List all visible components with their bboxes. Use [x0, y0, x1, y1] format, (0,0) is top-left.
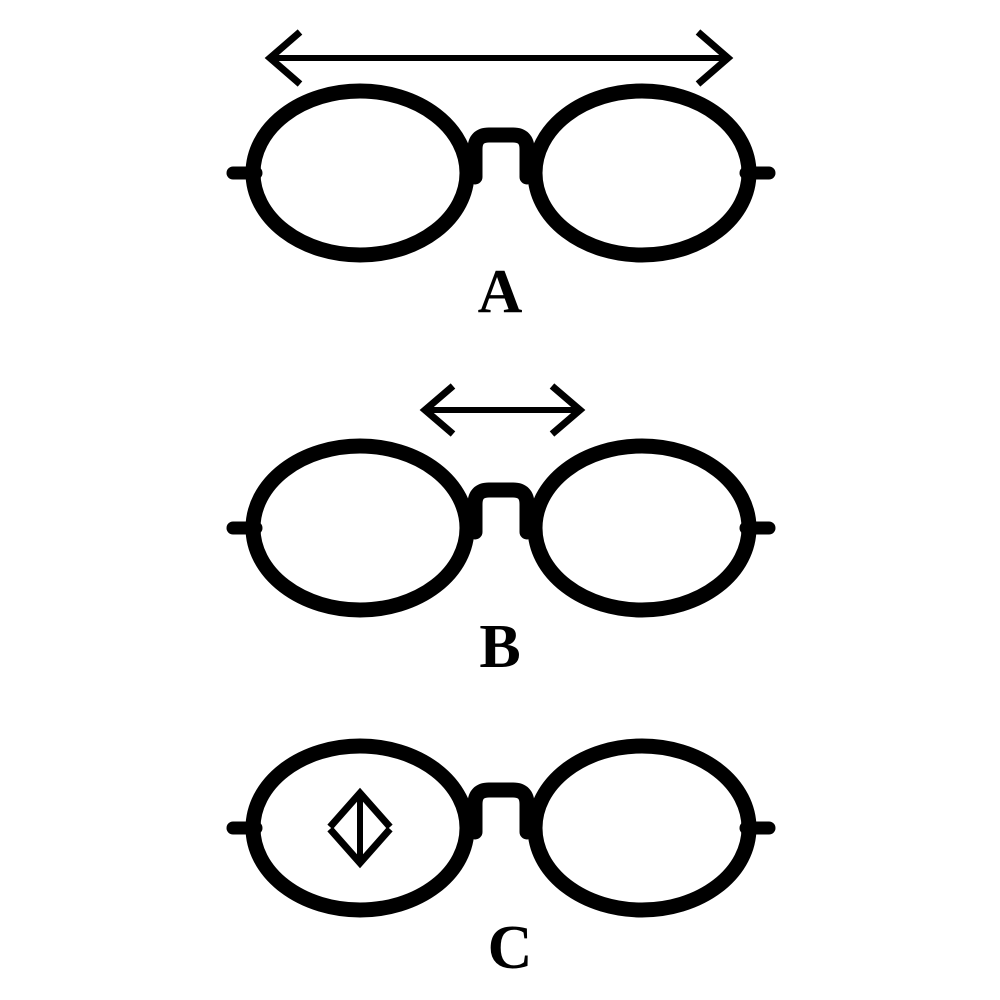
arrow-head-end — [327, 826, 393, 869]
arrow-head-end — [695, 29, 734, 87]
panel-a: A — [226, 29, 776, 326]
panel-b: B — [226, 383, 776, 681]
panels-group: A B C — [226, 29, 776, 982]
panel-label-a: A — [478, 258, 523, 326]
nose-bridge-icon — [467, 482, 535, 540]
arrow-head-start — [264, 29, 303, 87]
double-headed-horizontal-arrow-icon — [264, 29, 734, 87]
eyeglass-frame — [226, 438, 776, 618]
panel-label-c: C — [488, 914, 533, 982]
eyeglass-frame — [226, 738, 776, 918]
panel-c: C — [226, 738, 776, 982]
arrow-head-start — [327, 787, 393, 830]
nose-bridge-icon — [467, 127, 535, 185]
panel-label-b: B — [479, 613, 520, 681]
eyeglass-frame — [226, 83, 776, 263]
double-headed-horizontal-arrow-icon — [419, 383, 586, 437]
double-headed-vertical-arrow-icon — [327, 787, 393, 869]
arrow-head-end — [549, 383, 586, 437]
arrow-head-start — [419, 383, 456, 437]
nose-bridge-icon — [467, 782, 535, 840]
